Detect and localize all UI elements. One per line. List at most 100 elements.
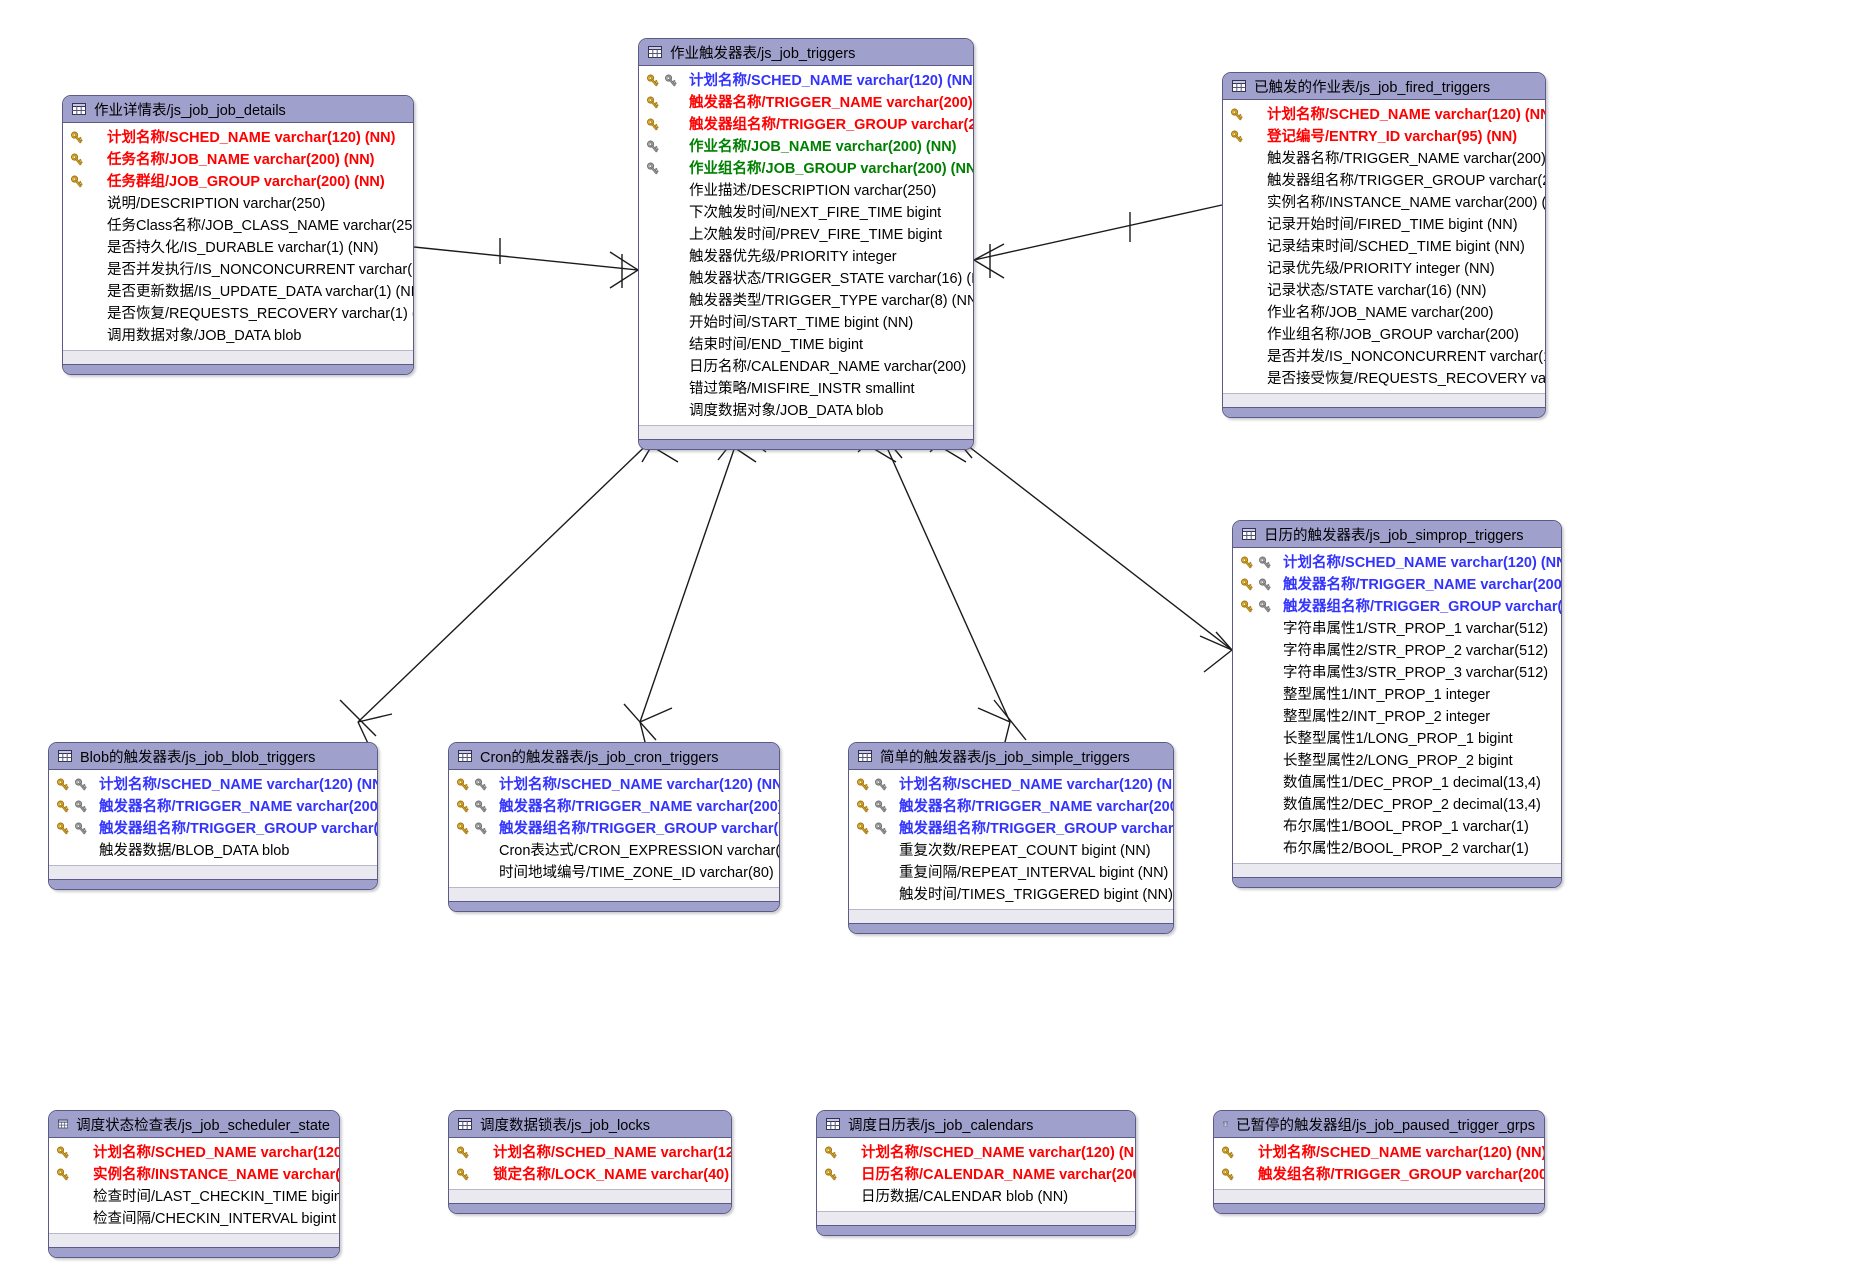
entity-title-bar-job_triggers[interactable]: 作业触发器表/js_job_triggers [639,39,973,66]
entity-field-row[interactable]: 计划名称/SCHED_NAME varchar(120) (NN) [449,1142,731,1164]
entity-field-row[interactable]: 字符串属性3/STR_PROP_3 varchar(512) [1233,662,1561,684]
entity-field-row[interactable]: 时间地域编号/TIME_ZONE_ID varchar(80) [449,862,779,884]
entity-job_triggers[interactable]: 作业触发器表/js_job_triggers 计划名称/SCHED_NAME va… [638,38,974,450]
entity-field-row[interactable]: 触发器优先级/PRIORITY integer [639,246,973,268]
entity-field-row[interactable]: 任务名称/JOB_NAME varchar(200) (NN) [63,149,413,171]
entity-blob_triggers[interactable]: Blob的触发器表/js_job_blob_triggers 计划名称/SCHED… [48,742,378,890]
entity-field-row[interactable]: 记录优先级/PRIORITY integer (NN) [1223,258,1545,280]
entity-field-row[interactable]: 实例名称/INSTANCE_NAME varchar(200) (NN) [49,1164,339,1186]
entity-field-row[interactable]: 调用数据对象/JOB_DATA blob [63,325,413,347]
entity-field-row[interactable]: 是否恢复/REQUESTS_RECOVERY varchar(1) (NN) [63,303,413,325]
entity-resize-grip-job_details[interactable] [63,364,413,374]
entity-field-row[interactable]: 数值属性1/DEC_PROP_1 decimal(13,4) [1233,772,1561,794]
entity-field-row[interactable]: 日历名称/CALENDAR_NAME varchar(200) (NN) [817,1164,1135,1186]
entity-field-row[interactable]: 检查时间/LAST_CHECKIN_TIME bigint (NN) [49,1186,339,1208]
entity-field-row[interactable]: 结束时间/END_TIME bigint [639,334,973,356]
entity-resize-grip-locks[interactable] [449,1203,731,1213]
entity-field-row[interactable]: 布尔属性2/BOOL_PROP_2 varchar(1) [1233,838,1561,860]
entity-field-row[interactable]: 数值属性2/DEC_PROP_2 decimal(13,4) [1233,794,1561,816]
entity-field-row[interactable]: 计划名称/SCHED_NAME varchar(120) (NN) [1233,552,1561,574]
entity-field-row[interactable]: Cron表达式/CRON_EXPRESSION varchar(120) (NN… [449,840,779,862]
entity-field-row[interactable]: 触发器组名称/TRIGGER_GROUP varchar(200) (NN) [49,818,377,840]
entity-field-row[interactable]: 触发器组名称/TRIGGER_GROUP varchar(200) (NN) [639,114,973,136]
entity-field-row[interactable]: 触发器组名称/TRIGGER_GROUP varchar(200) (NN) [1223,170,1545,192]
entity-resize-grip-calendars[interactable] [817,1225,1135,1235]
entity-field-row[interactable]: 记录开始时间/FIRED_TIME bigint (NN) [1223,214,1545,236]
entity-resize-grip-scheduler_state[interactable] [49,1247,339,1257]
entity-title-bar-simple_triggers[interactable]: 简单的触发器表/js_job_simple_triggers [849,743,1173,770]
entity-field-row[interactable]: 字符串属性1/STR_PROP_1 varchar(512) [1233,618,1561,640]
entity-field-row[interactable]: 触发器组名称/TRIGGER_GROUP varchar(200) (NN) [849,818,1173,840]
entity-field-row[interactable]: 重复间隔/REPEAT_INTERVAL bigint (NN) [849,862,1173,884]
entity-field-row[interactable]: 计划名称/SCHED_NAME varchar(120) (NN) [63,127,413,149]
entity-field-row[interactable]: 触发组名称/TRIGGER_GROUP varchar(200) (NN) [1214,1164,1544,1186]
entity-field-row[interactable]: 触发器名称/TRIGGER_NAME varchar(200) (NN) [1233,574,1561,596]
entity-field-row[interactable]: 计划名称/SCHED_NAME varchar(120) (NN) [449,774,779,796]
entity-field-row[interactable]: 是否并发/IS_NONCONCURRENT varchar(1) [1223,346,1545,368]
entity-field-row[interactable]: 上次触发时间/PREV_FIRE_TIME bigint [639,224,973,246]
entity-title-bar-job_details[interactable]: 作业详情表/js_job_job_details [63,96,413,123]
entity-field-row[interactable]: 作业组名称/JOB_GROUP varchar(200) [1223,324,1545,346]
entity-field-row[interactable]: 是否并发执行/IS_NONCONCURRENT varchar(1) (NN) [63,259,413,281]
entity-field-row[interactable]: 是否更新数据/IS_UPDATE_DATA varchar(1) (NN) [63,281,413,303]
entity-field-row[interactable]: 实例名称/INSTANCE_NAME varchar(200) (NN) [1223,192,1545,214]
entity-field-row[interactable]: 调度数据对象/JOB_DATA blob [639,400,973,422]
entity-title-bar-blob_triggers[interactable]: Blob的触发器表/js_job_blob_triggers [49,743,377,770]
entity-field-row[interactable]: 作业描述/DESCRIPTION varchar(250) [639,180,973,202]
entity-field-row[interactable]: 整型属性1/INT_PROP_1 integer [1233,684,1561,706]
entity-field-row[interactable]: 记录结束时间/SCHED_TIME bigint (NN) [1223,236,1545,258]
entity-title-bar-cron_triggers[interactable]: Cron的触发器表/js_job_cron_triggers [449,743,779,770]
entity-field-row[interactable]: 触发器组名称/TRIGGER_GROUP varchar(200) (NN) [1233,596,1561,618]
entity-field-row[interactable]: 说明/DESCRIPTION varchar(250) [63,193,413,215]
entity-field-row[interactable]: 长整型属性1/LONG_PROP_1 bigint [1233,728,1561,750]
entity-field-row[interactable]: 计划名称/SCHED_NAME varchar(120) (NN) [849,774,1173,796]
entity-field-row[interactable]: 整型属性2/INT_PROP_2 integer [1233,706,1561,728]
entity-cron_triggers[interactable]: Cron的触发器表/js_job_cron_triggers 计划名称/SCHED… [448,742,780,912]
entity-calendars[interactable]: 调度日历表/js_job_calendars 计划名称/SCHED_NAME va… [816,1110,1136,1236]
entity-resize-grip-paused_trigger_grps[interactable] [1214,1203,1544,1213]
entity-field-row[interactable]: 任务群组/JOB_GROUP varchar(200) (NN) [63,171,413,193]
entity-field-row[interactable]: 检查间隔/CHECKIN_INTERVAL bigint (NN) [49,1208,339,1230]
entity-field-row[interactable]: 登记编号/ENTRY_ID varchar(95) (NN) [1223,126,1545,148]
entity-resize-grip-blob_triggers[interactable] [49,879,377,889]
entity-field-row[interactable]: 作业名称/JOB_NAME varchar(200) (NN) [639,136,973,158]
entity-field-row[interactable]: 是否接受恢复/REQUESTS_RECOVERY varchar(1) [1223,368,1545,390]
entity-field-row[interactable]: 触发器名称/TRIGGER_NAME varchar(200) (NN) [639,92,973,114]
entity-field-row[interactable]: 长整型属性2/LONG_PROP_2 bigint [1233,750,1561,772]
entity-title-bar-calendars[interactable]: 调度日历表/js_job_calendars [817,1111,1135,1138]
entity-resize-grip-fired_triggers[interactable] [1223,407,1545,417]
entity-title-bar-fired_triggers[interactable]: 已触发的作业表/js_job_fired_triggers [1223,73,1545,100]
entity-field-row[interactable]: 触发器数据/BLOB_DATA blob [49,840,377,862]
entity-job_details[interactable]: 作业详情表/js_job_job_details 计划名称/SCHED_NAME … [62,95,414,375]
entity-field-row[interactable]: 开始时间/START_TIME bigint (NN) [639,312,973,334]
entity-title-bar-scheduler_state[interactable]: 调度状态检查表/js_job_scheduler_state [49,1111,339,1138]
entity-field-row[interactable]: 是否持久化/IS_DURABLE varchar(1) (NN) [63,237,413,259]
entity-field-row[interactable]: 任务Class名称/JOB_CLASS_NAME varchar(250) (N… [63,215,413,237]
entity-field-row[interactable]: 日历数据/CALENDAR blob (NN) [817,1186,1135,1208]
entity-field-row[interactable]: 记录状态/STATE varchar(16) (NN) [1223,280,1545,302]
entity-field-row[interactable]: 锁定名称/LOCK_NAME varchar(40) (NN) [449,1164,731,1186]
entity-field-row[interactable]: 触发时间/TIMES_TRIGGERED bigint (NN) [849,884,1173,906]
entity-field-row[interactable]: 布尔属性1/BOOL_PROP_1 varchar(1) [1233,816,1561,838]
entity-title-bar-simprop_triggers[interactable]: 日历的触发器表/js_job_simprop_triggers [1233,521,1561,548]
entity-resize-grip-simple_triggers[interactable] [849,923,1173,933]
entity-resize-grip-simprop_triggers[interactable] [1233,877,1561,887]
entity-field-row[interactable]: 触发器名称/TRIGGER_NAME varchar(200) (NN) [449,796,779,818]
entity-simple_triggers[interactable]: 简单的触发器表/js_job_simple_triggers 计划名称/SCHED… [848,742,1174,934]
entity-field-row[interactable]: 计划名称/SCHED_NAME varchar(120) (NN) [817,1142,1135,1164]
entity-simprop_triggers[interactable]: 日历的触发器表/js_job_simprop_triggers 计划名称/SCHE… [1232,520,1562,888]
entity-field-row[interactable]: 计划名称/SCHED_NAME varchar(120) (NN) [49,774,377,796]
entity-field-row[interactable]: 计划名称/SCHED_NAME varchar(120) (NN) [1214,1142,1544,1164]
entity-field-row[interactable]: 作业名称/JOB_NAME varchar(200) [1223,302,1545,324]
entity-field-row[interactable]: 触发器状态/TRIGGER_STATE varchar(16) (NN) [639,268,973,290]
entity-field-row[interactable]: 作业组名称/JOB_GROUP varchar(200) (NN) [639,158,973,180]
entity-resize-grip-cron_triggers[interactable] [449,901,779,911]
entity-field-row[interactable]: 错过策略/MISFIRE_INSTR smallint [639,378,973,400]
entity-field-row[interactable]: 计划名称/SCHED_NAME varchar(120) (NN) [639,70,973,92]
entity-field-row[interactable]: 触发器组名称/TRIGGER_GROUP varchar(200) (NN) [449,818,779,840]
entity-field-row[interactable]: 触发器名称/TRIGGER_NAME varchar(200) (NN) [1223,148,1545,170]
